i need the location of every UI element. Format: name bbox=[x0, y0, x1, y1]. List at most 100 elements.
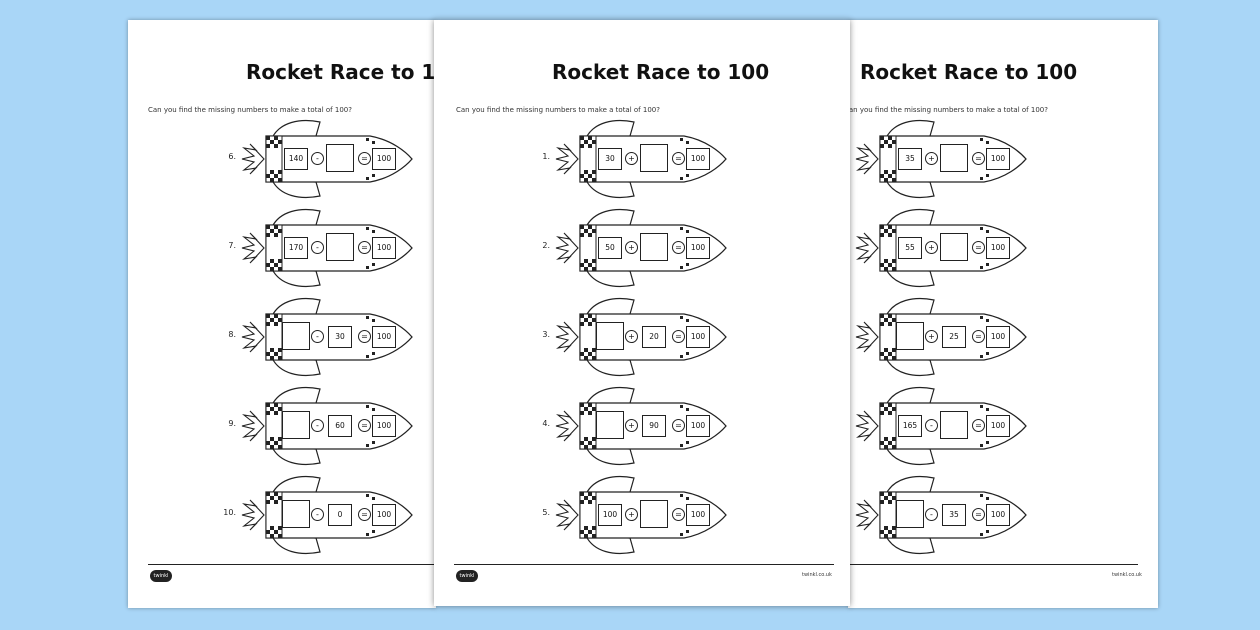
rocket-problem: 15. - 35 = 100 bbox=[848, 472, 1027, 558]
rocket-problem: 7. 170 - = 100 bbox=[220, 205, 413, 291]
twinkl-logo: twinkl bbox=[456, 570, 478, 582]
addend-box: 165 bbox=[898, 415, 922, 437]
total-box: 100 bbox=[986, 148, 1010, 170]
equals-sign: = bbox=[972, 419, 985, 432]
rocket-problem: 2. 50 + = 100 bbox=[534, 205, 727, 291]
answer-input-box[interactable] bbox=[640, 233, 668, 261]
operator-sign: + bbox=[625, 241, 638, 254]
footer-divider bbox=[454, 564, 834, 565]
addend-box: 100 bbox=[598, 504, 622, 526]
total-box: 100 bbox=[986, 415, 1010, 437]
rocket-problem: 10. - 0 = 100 bbox=[220, 472, 413, 558]
operator-sign: - bbox=[311, 241, 324, 254]
equals-sign: = bbox=[358, 152, 371, 165]
worksheet-title: Rocket Race to 100 bbox=[860, 60, 1078, 84]
problem-number: 5. bbox=[542, 508, 550, 517]
worksheet-instructions: Can you find the missing numbers to make… bbox=[148, 106, 352, 114]
total-box: 100 bbox=[986, 326, 1010, 348]
addend-box: 30 bbox=[598, 148, 622, 170]
operator-sign: + bbox=[625, 152, 638, 165]
equals-sign: = bbox=[972, 330, 985, 343]
operator-sign: - bbox=[925, 508, 938, 521]
answer-input-box[interactable] bbox=[282, 500, 310, 528]
problem-number: 3. bbox=[542, 330, 550, 339]
answer-input-box[interactable] bbox=[282, 322, 310, 350]
equals-sign: = bbox=[358, 241, 371, 254]
operator-sign: + bbox=[625, 419, 638, 432]
rocket-problem: 12. 55 + = 100 bbox=[848, 205, 1027, 291]
worksheet-instructions: Can you find the missing numbers to make… bbox=[456, 106, 660, 114]
worksheet-right: Rocket Race to 100 Can you find the miss… bbox=[848, 20, 1158, 608]
worksheet-title: Rocket Race to 100 bbox=[246, 60, 436, 84]
operator-sign: - bbox=[925, 419, 938, 432]
total-box: 100 bbox=[372, 237, 396, 259]
rocket-problem: 6. 140 - = 100 bbox=[220, 116, 413, 202]
operator-sign: - bbox=[311, 330, 324, 343]
equals-sign: = bbox=[972, 241, 985, 254]
equals-sign: = bbox=[358, 419, 371, 432]
problem-number: 4. bbox=[542, 419, 550, 428]
total-box: 100 bbox=[986, 237, 1010, 259]
total-box: 100 bbox=[686, 237, 710, 259]
operator-sign: + bbox=[925, 152, 938, 165]
answer-input-box[interactable] bbox=[326, 144, 354, 172]
footer-site: twinkl.co.uk bbox=[802, 572, 832, 578]
equals-sign: = bbox=[358, 330, 371, 343]
problem-number: 8. bbox=[228, 330, 236, 339]
operator-sign: + bbox=[625, 508, 638, 521]
total-box: 100 bbox=[372, 504, 396, 526]
operator-sign: - bbox=[311, 419, 324, 432]
answer-input-box[interactable] bbox=[282, 411, 310, 439]
footer-divider bbox=[848, 564, 1138, 565]
total-box: 100 bbox=[372, 326, 396, 348]
rocket-problem: 13. + 25 = 100 bbox=[848, 294, 1027, 380]
problem-number: 6. bbox=[228, 152, 236, 161]
equals-sign: = bbox=[672, 241, 685, 254]
addend-box: 35 bbox=[942, 504, 966, 526]
addend-box: 25 bbox=[942, 326, 966, 348]
addend-box: 140 bbox=[284, 148, 308, 170]
rocket-problem: 5. 100 + = 100 bbox=[534, 472, 727, 558]
rocket-problem: 1. 30 + = 100 bbox=[534, 116, 727, 202]
addend-box: 50 bbox=[598, 237, 622, 259]
rocket-problem: 3. + 20 = 100 bbox=[534, 294, 727, 380]
rocket-problem: 11. 35 + = 100 bbox=[848, 116, 1027, 202]
total-box: 100 bbox=[372, 415, 396, 437]
equals-sign: = bbox=[672, 330, 685, 343]
rocket-problem: 8. - 30 = 100 bbox=[220, 294, 413, 380]
operator-sign: + bbox=[925, 330, 938, 343]
answer-input-box[interactable] bbox=[326, 233, 354, 261]
worksheet-center: Rocket Race to 100 Can you find the miss… bbox=[434, 20, 850, 606]
equals-sign: = bbox=[972, 508, 985, 521]
footer-site: twinkl.co.uk bbox=[1112, 572, 1142, 578]
total-box: 100 bbox=[686, 504, 710, 526]
answer-input-box[interactable] bbox=[940, 233, 968, 261]
answer-input-box[interactable] bbox=[596, 322, 624, 350]
addend-box: 35 bbox=[898, 148, 922, 170]
answer-input-box[interactable] bbox=[640, 144, 668, 172]
addend-box: 170 bbox=[284, 237, 308, 259]
problem-number: 9. bbox=[228, 419, 236, 428]
addend-box: 55 bbox=[898, 237, 922, 259]
addend-box: 0 bbox=[328, 504, 352, 526]
problem-number: 1. bbox=[542, 152, 550, 161]
equals-sign: = bbox=[672, 419, 685, 432]
addend-box: 90 bbox=[642, 415, 666, 437]
answer-input-box[interactable] bbox=[940, 144, 968, 172]
total-box: 100 bbox=[372, 148, 396, 170]
equals-sign: = bbox=[358, 508, 371, 521]
twinkl-logo: twinkl bbox=[150, 570, 172, 582]
answer-input-box[interactable] bbox=[640, 500, 668, 528]
total-box: 100 bbox=[686, 326, 710, 348]
rocket-problem: 9. - 60 = 100 bbox=[220, 383, 413, 469]
answer-input-box[interactable] bbox=[596, 411, 624, 439]
operator-sign: + bbox=[625, 330, 638, 343]
footer-divider bbox=[148, 564, 436, 565]
equals-sign: = bbox=[672, 152, 685, 165]
operator-sign: - bbox=[311, 508, 324, 521]
answer-input-box[interactable] bbox=[896, 500, 924, 528]
equals-sign: = bbox=[972, 152, 985, 165]
answer-input-box[interactable] bbox=[896, 322, 924, 350]
problem-number: 7. bbox=[228, 241, 236, 250]
answer-input-box[interactable] bbox=[940, 411, 968, 439]
